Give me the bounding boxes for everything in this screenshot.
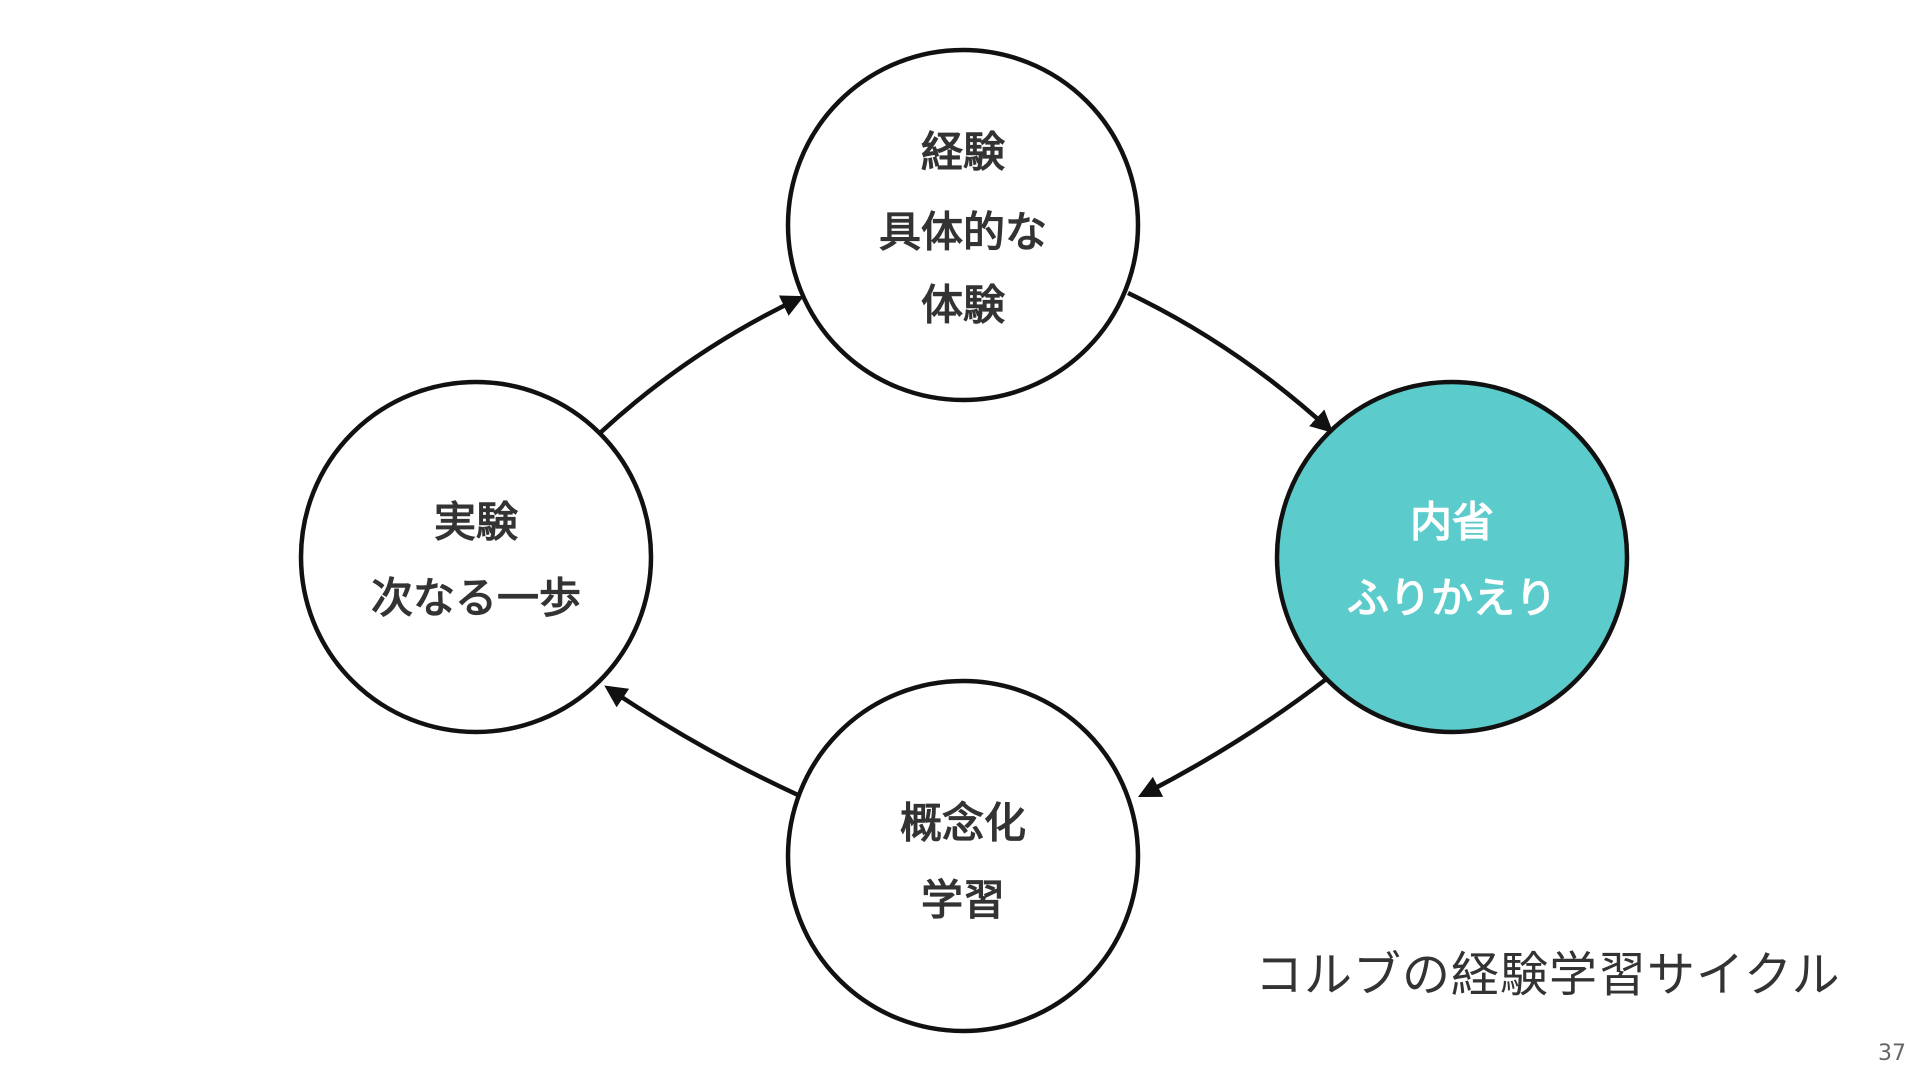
- node-conceptualization-line-2: 学習: [921, 876, 1005, 925]
- node-experience-line-1: 経験: [921, 128, 1006, 177]
- arrow-experience-to-reflection: [1127, 290, 1334, 434]
- arrow-experiment-to-experience: [598, 295, 805, 435]
- node-experiment-line-2: 次なる一歩: [371, 574, 581, 623]
- node-experience-line-2: 具体的な: [879, 208, 1047, 257]
- node-conceptualization-circle: [785, 678, 1141, 1034]
- node-experiment: 実験 次なる一歩: [298, 379, 654, 735]
- node-reflection-line-1: 内省: [1410, 498, 1494, 547]
- node-experience: 経験 具体的な 体験: [785, 47, 1141, 403]
- node-experience-circle: [785, 47, 1141, 403]
- node-reflection: 内省 ふりかえり: [1274, 379, 1630, 735]
- node-experiment-line-1: 実験: [434, 498, 519, 547]
- arrow-conceptualization-to-experiment: [604, 685, 799, 798]
- node-reflection-circle: [1274, 379, 1630, 735]
- arrow-reflection-to-conceptualization: [1137, 678, 1327, 798]
- node-conceptualization-line-1: 概念化: [900, 799, 1026, 848]
- node-experiment-circle: [298, 379, 654, 735]
- node-reflection-line-2: ふりかえり: [1347, 574, 1557, 623]
- node-experience-line-3: 体験: [921, 281, 1006, 330]
- node-conceptualization: 概念化 学習: [785, 678, 1141, 1034]
- page-number: 37: [1878, 1041, 1906, 1066]
- diagram-caption: コルブの経験学習サイクル: [1255, 947, 1841, 1003]
